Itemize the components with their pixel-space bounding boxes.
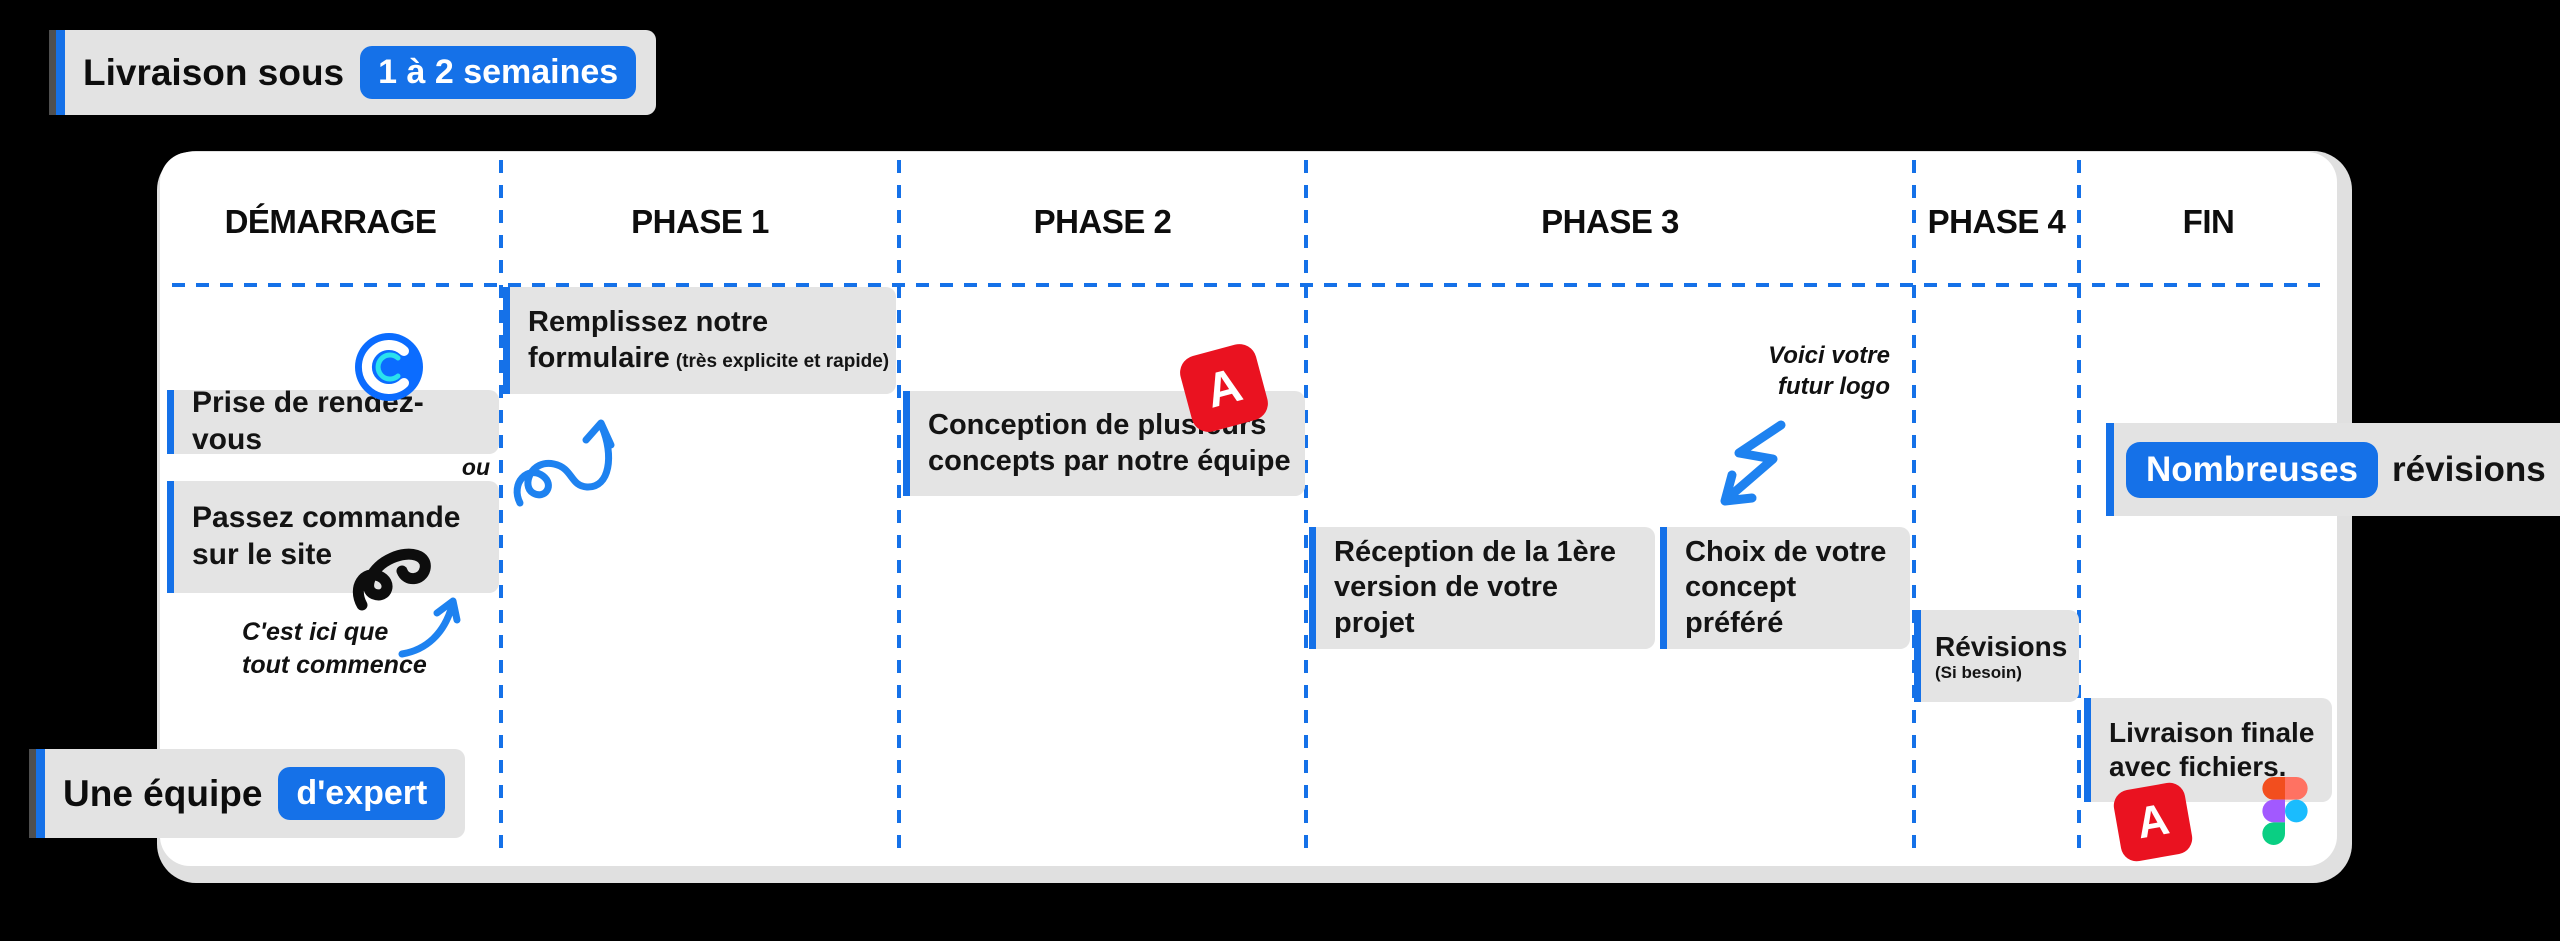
team-badge-text: Une équipe: [63, 772, 263, 814]
column-header-fin: FIN: [2182, 203, 2235, 240]
timeline-panel: [160, 152, 2337, 866]
badge-accent-stripe: [56, 30, 65, 115]
card-text: formulaire(très explicite et rapide): [528, 341, 890, 374]
card-note: (très explicite et rapide): [675, 350, 890, 372]
spiral-arrow-doodle: [513, 419, 615, 507]
zigzag-arrow-doodle: [1720, 420, 1786, 506]
adobe-letter: A: [1200, 357, 1248, 419]
card-text: Choix de votre: [1685, 535, 1887, 568]
badge-accent-stripe: [2106, 423, 2114, 516]
column-divider: [1912, 160, 1916, 860]
many-revisions-badge: Nombreuses révisions: [2106, 423, 2560, 516]
card-text: sur le site: [192, 538, 333, 571]
header-divider: [172, 283, 2320, 287]
revisions-badge-text: révisions: [2392, 449, 2546, 489]
card-choix: Choix de votre concept préféré: [1660, 527, 1910, 649]
card-text: concepts par notre équipe: [928, 444, 1291, 477]
start-here-note: C'est ici que tout commence: [242, 618, 427, 679]
calendly-icon: [355, 333, 423, 401]
column-header-phase3: PHASE 3: [1541, 203, 1679, 240]
card-text: version de votre projet: [1334, 571, 1559, 639]
badge-shadow-stripe: [29, 749, 36, 838]
card-formulaire: Remplissez notre formulaire(très explici…: [503, 287, 896, 394]
column-divider: [2077, 160, 2081, 860]
delivery-badge-highlight: 1 à 2 semaines: [360, 46, 637, 99]
adobe-icon: A: [2111, 780, 2195, 864]
card-text: concept préféré: [1685, 571, 1797, 639]
card-revisions: Révisions (Si besoin): [1914, 610, 2079, 702]
card-text: Remplissez notre: [528, 306, 769, 339]
column-divider: [1304, 160, 1308, 860]
team-badge-highlight: d'expert: [278, 767, 446, 820]
revisions-badge-highlight: Nombreuses: [2126, 441, 2379, 498]
badge-accent-stripe: [36, 749, 45, 838]
column-divider: [499, 160, 503, 860]
delivery-time-badge: Livraison sous 1 à 2 semaines: [49, 30, 657, 115]
card-text: Prise de rendez-vous: [192, 386, 424, 456]
card-text: Passez commande: [192, 501, 461, 535]
column-header-demarrage: DÉMARRAGE: [224, 203, 437, 240]
badge-body: Nombreuses révisions: [2114, 423, 2560, 516]
column-header-phase1: PHASE 1: [631, 203, 769, 240]
card-text: Livraison finale: [2109, 716, 2315, 748]
figma-icon: [2262, 777, 2308, 845]
badge-body: Livraison sous 1 à 2 semaines: [65, 30, 657, 115]
delivery-badge-text: Livraison sous: [83, 51, 345, 93]
column-header-phase4: PHASE 4: [1927, 203, 2066, 240]
card-reception: Réception de la 1ère version de votre pr…: [1309, 527, 1655, 649]
column-divider: [897, 160, 901, 860]
future-logo-note: Voici votre futur logo: [1768, 342, 1890, 401]
scribble-doodle: [352, 548, 431, 611]
card-passez-commande: Passez commande sur le site: [167, 481, 499, 593]
badge-shadow-stripe: [49, 30, 56, 115]
card-text: avec fichiers.: [2109, 751, 2287, 782]
adobe-letter: A: [2133, 794, 2173, 849]
card-text: Réception de la 1ère: [1334, 535, 1617, 568]
curved-arrow-doodle: [398, 597, 461, 658]
column-header-phase2: PHASE 2: [1033, 203, 1172, 240]
card-note: (Si besoin): [1935, 662, 2022, 682]
expert-team-badge: Une équipe d'expert: [29, 749, 466, 838]
card-prise-rendezvous: Prise de rendez-vous: [167, 386, 499, 456]
badge-body: Une équipe d'expert: [45, 749, 466, 838]
ou-label: ou: [461, 454, 490, 480]
card-text: Révisions: [1935, 630, 2068, 662]
